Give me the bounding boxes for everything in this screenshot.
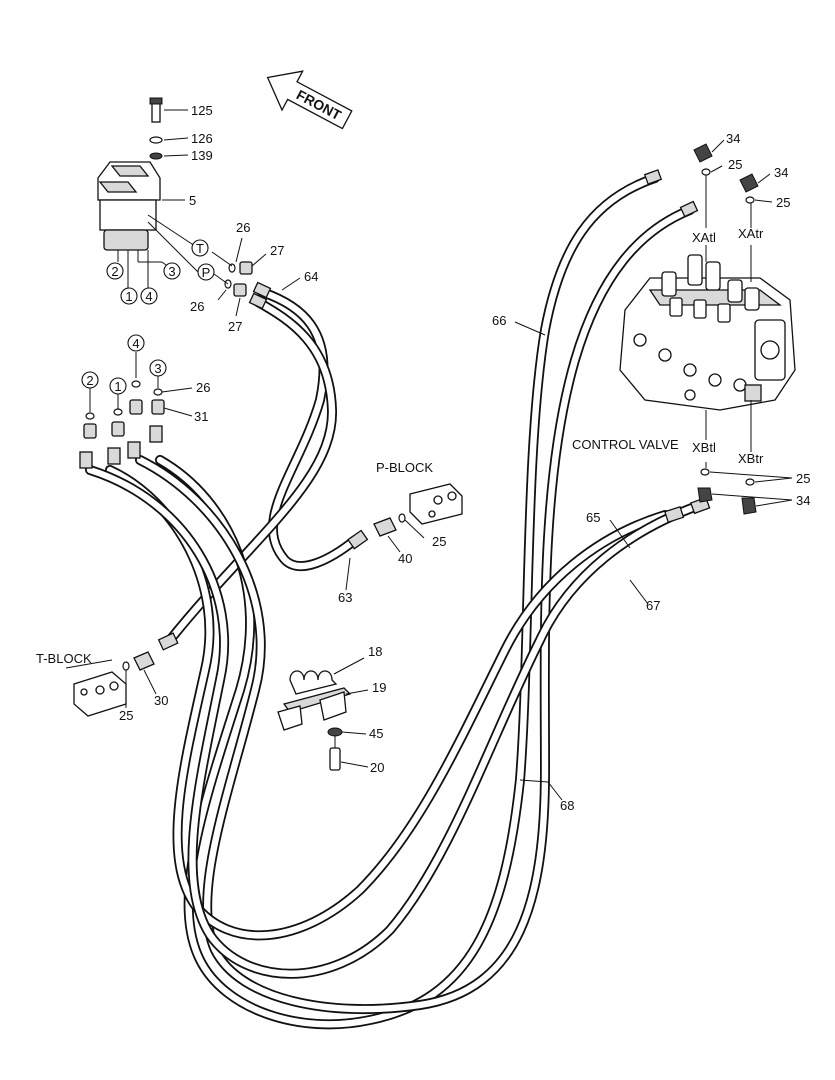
callout-40: 40 — [398, 551, 412, 566]
svg-text:4: 4 — [132, 336, 139, 351]
circled-markers: T P 2 3 1 4 2 1 4 3 — [81, 239, 215, 395]
hose-end-fittings — [79, 169, 711, 651]
misc-leaders — [163, 109, 649, 801]
callout-66: 66 — [492, 313, 506, 328]
port-xatl-label: XAtl — [692, 230, 716, 245]
port-t-circle — [191, 239, 209, 257]
circled-3-top — [163, 262, 181, 280]
callout-64: 64 — [304, 269, 318, 284]
callout-18: 18 — [368, 644, 382, 659]
pilot-valve — [97, 97, 185, 251]
callout-126: 126 — [191, 131, 213, 146]
callout-63: 63 — [338, 590, 352, 605]
callout-27-top: 27 — [270, 243, 284, 258]
clamp-assembly — [277, 657, 369, 771]
port-xatr-label: XAtr — [738, 226, 764, 241]
circled-2-left — [81, 371, 99, 389]
callout-25-c: 25 — [796, 471, 810, 486]
callout-125: 125 — [191, 103, 213, 118]
callout-65: 65 — [586, 510, 600, 525]
circled-2-top — [106, 262, 124, 280]
labels: P-BLOCK T-BLOCK CONTROL VALVE XAtl XAtr … — [36, 103, 810, 813]
svg-text:2: 2 — [86, 373, 93, 388]
svg-text:1: 1 — [114, 379, 121, 394]
hose-bundle — [85, 173, 705, 1030]
pilot-fittings — [147, 214, 253, 297]
pilot-port-brackets — [117, 250, 171, 288]
svg-text:1: 1 — [125, 289, 132, 304]
callout-19: 19 — [372, 680, 386, 695]
port-t-label: T — [196, 241, 204, 256]
control-valve — [619, 254, 796, 411]
control-valve-fittings — [693, 139, 793, 515]
port-xbtl-label: XBtl — [692, 440, 716, 455]
t-block — [65, 651, 157, 717]
callout-25-b: 25 — [776, 195, 790, 210]
svg-text:3: 3 — [168, 264, 175, 279]
svg-text:3: 3 — [154, 361, 161, 376]
circled-4-top — [140, 287, 158, 305]
svg-text:2: 2 — [111, 264, 118, 279]
port-p-circle — [197, 263, 215, 281]
callout-139: 139 — [191, 148, 213, 163]
callout-45: 45 — [369, 726, 383, 741]
port-xbtr-label: XBtr — [738, 451, 764, 466]
callout-26-top: 26 — [236, 220, 250, 235]
callout-34-c: 34 — [796, 493, 810, 508]
callout-30: 30 — [154, 693, 168, 708]
control-valve-label: CONTROL VALVE — [572, 437, 679, 452]
front-arrow: FRONT — [266, 70, 353, 130]
left-port-fittings — [83, 352, 193, 439]
callout-34-a: 34 — [726, 131, 740, 146]
callout-31: 31 — [194, 409, 208, 424]
callout-67: 67 — [646, 598, 660, 613]
svg-text:4: 4 — [145, 289, 152, 304]
hose-66 — [155, 173, 660, 1030]
hose-68 — [135, 205, 695, 1015]
callout-34-b: 34 — [774, 165, 788, 180]
port-p-label: P — [202, 265, 211, 280]
circled-3-left — [149, 359, 167, 377]
circled-1-left — [109, 377, 127, 395]
callout-68: 68 — [560, 798, 574, 813]
callout-25-a: 25 — [728, 157, 742, 172]
callout-5: 5 — [189, 193, 196, 208]
callout-26-mid: 26 — [190, 299, 204, 314]
hose-64b — [165, 297, 338, 645]
callout-25-d: 25 — [432, 534, 446, 549]
callout-27-mid: 27 — [228, 319, 242, 334]
hose-67 — [85, 465, 705, 979]
hose-64 — [257, 287, 360, 572]
p-block — [373, 483, 463, 553]
callout-26-left: 26 — [196, 380, 210, 395]
t-block-label: T-BLOCK — [36, 651, 92, 666]
hose-65 — [105, 465, 670, 941]
circled-1-top — [120, 287, 138, 305]
circled-4-left — [127, 334, 145, 352]
callout-25-e: 25 — [119, 708, 133, 723]
p-block-label: P-BLOCK — [376, 460, 433, 475]
callout-20: 20 — [370, 760, 384, 775]
